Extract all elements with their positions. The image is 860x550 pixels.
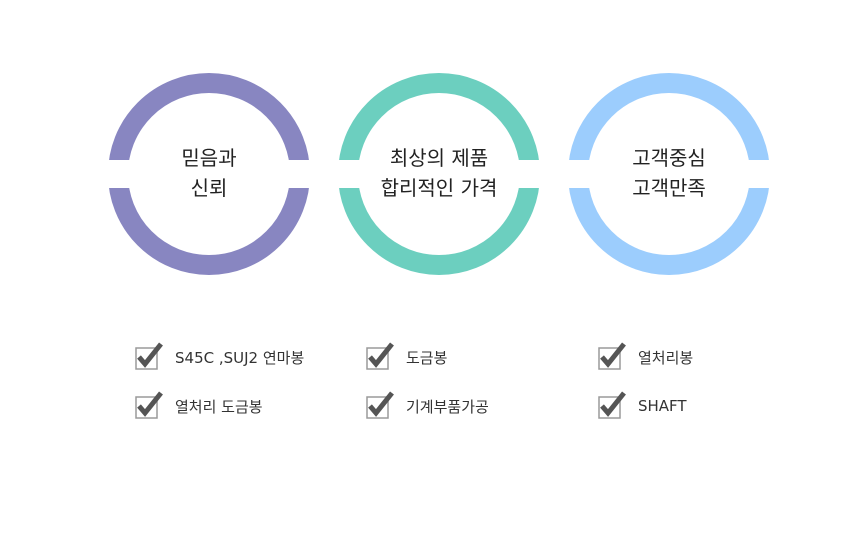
check-item-label: SHAFT [638,397,687,415]
circle-caption: 고객중심 고객만족 [567,143,771,203]
circle-product: 최상의 제품 합리적인 가격 [337,68,541,280]
ring-icon [107,73,311,275]
check-item-label: 도금봉 [406,348,448,367]
circle-trust: 믿음과 신뢰 [107,68,311,280]
circle-line-1: 믿음과 [181,146,237,170]
check-item-label: 열처리봉 [638,348,694,367]
check-item-label: S45C ,SUJ2 연마봉 [175,348,305,367]
check-item: 열처리봉 [598,342,693,372]
checkmark-box-icon [598,391,626,421]
checkmark-box-icon [366,391,394,421]
check-item: 도금봉 [366,342,447,372]
check-item: SHAFT [598,391,687,421]
checkmark-box-icon [135,391,163,421]
check-item-label: 기계부품가공 [406,397,489,416]
circle-line-1: 고객중심 [632,146,706,170]
ring-icon [337,73,541,275]
circle-line-2: 신뢰 [190,176,228,200]
circle-customer: 고객중심 고객만족 [567,68,771,280]
check-item: S45C ,SUJ2 연마봉 [135,342,304,372]
checkmark-box-icon [366,342,394,372]
check-item: 열처리 도금봉 [135,391,263,421]
check-item-label: 열처리 도금봉 [175,397,263,416]
circle-line-2: 고객만족 [632,176,706,200]
circle-caption: 최상의 제품 합리적인 가격 [337,143,541,203]
check-item: 기계부품가공 [366,391,489,421]
circle-line-2: 합리적인 가격 [380,176,498,200]
checkmark-box-icon [598,342,626,372]
checkmark-box-icon [135,342,163,372]
circle-line-1: 최상의 제품 [389,146,489,170]
circle-caption: 믿음과 신뢰 [107,143,311,203]
ring-icon [567,73,771,275]
